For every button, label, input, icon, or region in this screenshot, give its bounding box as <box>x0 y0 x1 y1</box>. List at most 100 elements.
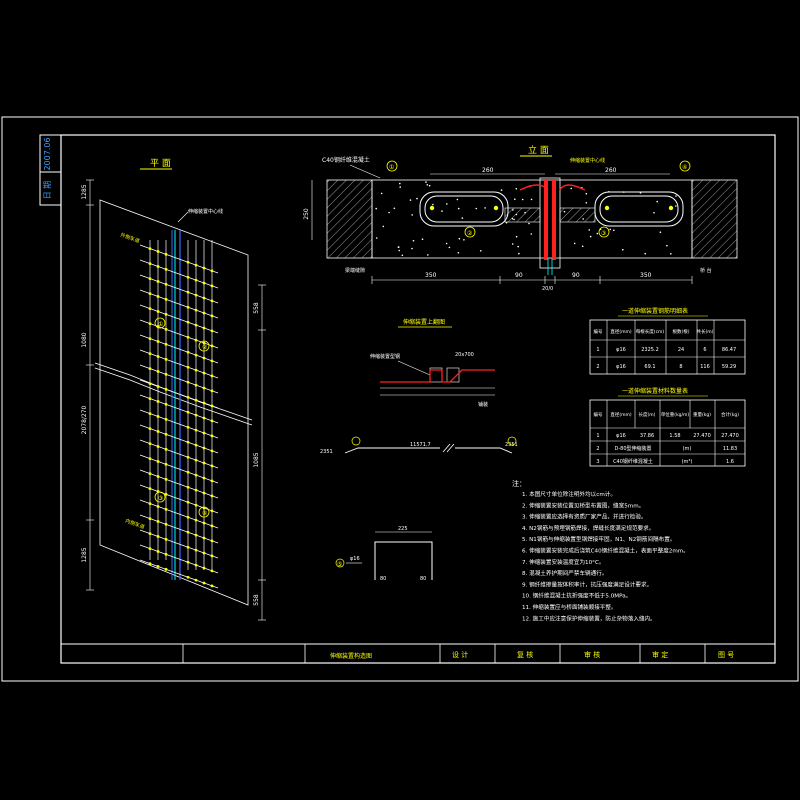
plan-rebar-dot <box>148 322 152 325</box>
svg-text:φ16: φ16 <box>350 556 360 562</box>
aggregate-speck <box>409 199 412 201</box>
plan-rebar-dot <box>164 477 168 481</box>
plan-title: 平 面 <box>150 158 171 169</box>
svg-text:20/0: 20/0 <box>542 286 553 292</box>
aggregate-speck <box>570 187 572 190</box>
plan-slab-outline <box>99 199 249 606</box>
drawing-frame <box>60 134 776 664</box>
plan-rebar-dot <box>202 461 206 465</box>
plan-rebar-dot <box>164 537 168 541</box>
plan-rebar-dot <box>210 584 214 588</box>
plan-transverse-bar <box>139 484 219 514</box>
plan-rebar-dot <box>148 337 152 340</box>
svg-text:伸缩装置型钢: 伸缩装置型钢 <box>370 353 400 360</box>
aggregate-speck <box>445 242 448 245</box>
plan-rebar-dot <box>186 305 190 309</box>
table2-cell: (m) <box>683 446 692 452</box>
table1-header: 直径(mm) <box>610 328 632 335</box>
plan-rebar-dot <box>156 400 160 403</box>
plan-rebar-dot <box>210 524 214 528</box>
plan-transverse-bar <box>139 559 219 589</box>
table2-cell: D-80型伸缩装置 <box>614 445 651 452</box>
plan-rebar-dot <box>148 532 152 535</box>
svg-text:2351: 2351 <box>320 449 333 455</box>
plan-rebar-dot <box>194 503 198 507</box>
table2-cell: 11.83 <box>723 446 737 452</box>
plan-rebar-dot <box>202 581 206 585</box>
plan-rebar-dot <box>156 310 160 313</box>
svg-text:350: 350 <box>640 272 652 279</box>
aggregate-speck <box>388 211 390 214</box>
plan-rebar-dot <box>194 413 198 417</box>
table1-title: 一道伸缩装置钢筋明细表 <box>622 307 688 315</box>
plan-rebar-dot <box>148 397 152 400</box>
svg-text:梁端缝隙: 梁端缝隙 <box>345 267 365 274</box>
plan-transverse-bar <box>139 424 219 454</box>
plan-rebar-dot <box>164 552 168 556</box>
aggregate-speck <box>515 235 518 238</box>
aggregate-speck <box>656 200 658 203</box>
plan-rebar-dot <box>148 247 152 250</box>
table1-cell: φ16 <box>616 347 626 353</box>
plan-transverse-bar <box>139 454 219 484</box>
aggregate-speck <box>456 198 459 201</box>
svg-text:260: 260 <box>482 167 494 174</box>
svg-text:350: 350 <box>425 272 437 279</box>
plan-rebar-dot <box>156 520 160 523</box>
plan-rebar-dot <box>202 491 206 495</box>
aggregate-speck <box>398 249 401 252</box>
plan-rebar-dot <box>210 449 214 453</box>
plan-rebar-dot <box>210 569 214 573</box>
elevation-title: 立 面 <box>528 144 549 156</box>
plan-rebar-dot <box>202 356 206 360</box>
svg-text:558: 558 <box>253 302 260 314</box>
table1-cell: 86.47 <box>722 347 736 353</box>
aggregate-speck <box>416 197 418 200</box>
plan-rebar-dot <box>202 281 206 285</box>
aggregate-speck <box>461 217 464 219</box>
plan-rebar-dot <box>210 404 214 408</box>
plan-rebar-dot <box>156 430 160 433</box>
aggregate-speck <box>399 186 402 188</box>
svg-text:20x700: 20x700 <box>455 352 474 358</box>
table2-header: 编号 <box>594 411 603 418</box>
table2-cell: (m³) <box>682 459 693 465</box>
table1-header: 共长(m) <box>697 328 714 335</box>
plan-rebar-dot <box>156 385 160 388</box>
svg-text:④: ④ <box>202 510 207 517</box>
plan-rebar-dot <box>210 494 214 498</box>
table2-header: 长度(m) <box>639 411 656 418</box>
table2-cell: 27.470 <box>693 433 711 439</box>
table1-header: 根数(根) <box>672 328 689 335</box>
note-item: 3. 伸缩装置应选择有资质厂家产品，并进行检验。 <box>522 513 647 521</box>
plan-rebar-dot <box>156 475 160 478</box>
plan-rebar-dot <box>210 479 214 483</box>
plan-rebar-dot <box>156 250 160 253</box>
plan-rebar-dot <box>186 575 190 579</box>
plan-rebar-dot <box>148 352 152 355</box>
stamp-date: 2007.06 <box>43 137 52 170</box>
plan-rebar-dot <box>156 505 160 508</box>
plan-rebar-dot <box>148 562 152 565</box>
plan-rebar-dot <box>148 412 152 415</box>
plan-transverse-bar <box>139 409 219 439</box>
table1-cell: 6 <box>703 347 706 353</box>
plan-rebar-dot <box>194 353 198 357</box>
plan-rebar-dot <box>202 536 206 540</box>
plan-transverse-bar <box>139 304 219 334</box>
plan-rebar-dot <box>194 443 198 447</box>
plan-rebar-dot <box>202 401 206 405</box>
aggregate-speck <box>463 239 465 241</box>
aggregate-speck <box>411 247 413 250</box>
aggregate-speck <box>622 248 624 251</box>
svg-text:审 定: 审 定 <box>652 650 668 659</box>
svg-text:1085: 1085 <box>253 452 260 467</box>
table2-cell: C40钢纤维混凝土 <box>613 458 653 465</box>
plan-rebar-dot <box>164 507 168 511</box>
aggregate-speck <box>585 202 588 204</box>
plan-rebar-dot <box>156 535 160 538</box>
table2-cell: 1.6 <box>726 459 734 465</box>
aggregate-speck <box>511 243 514 245</box>
aggregate-speck <box>475 207 478 210</box>
aggregate-speck <box>397 246 400 248</box>
